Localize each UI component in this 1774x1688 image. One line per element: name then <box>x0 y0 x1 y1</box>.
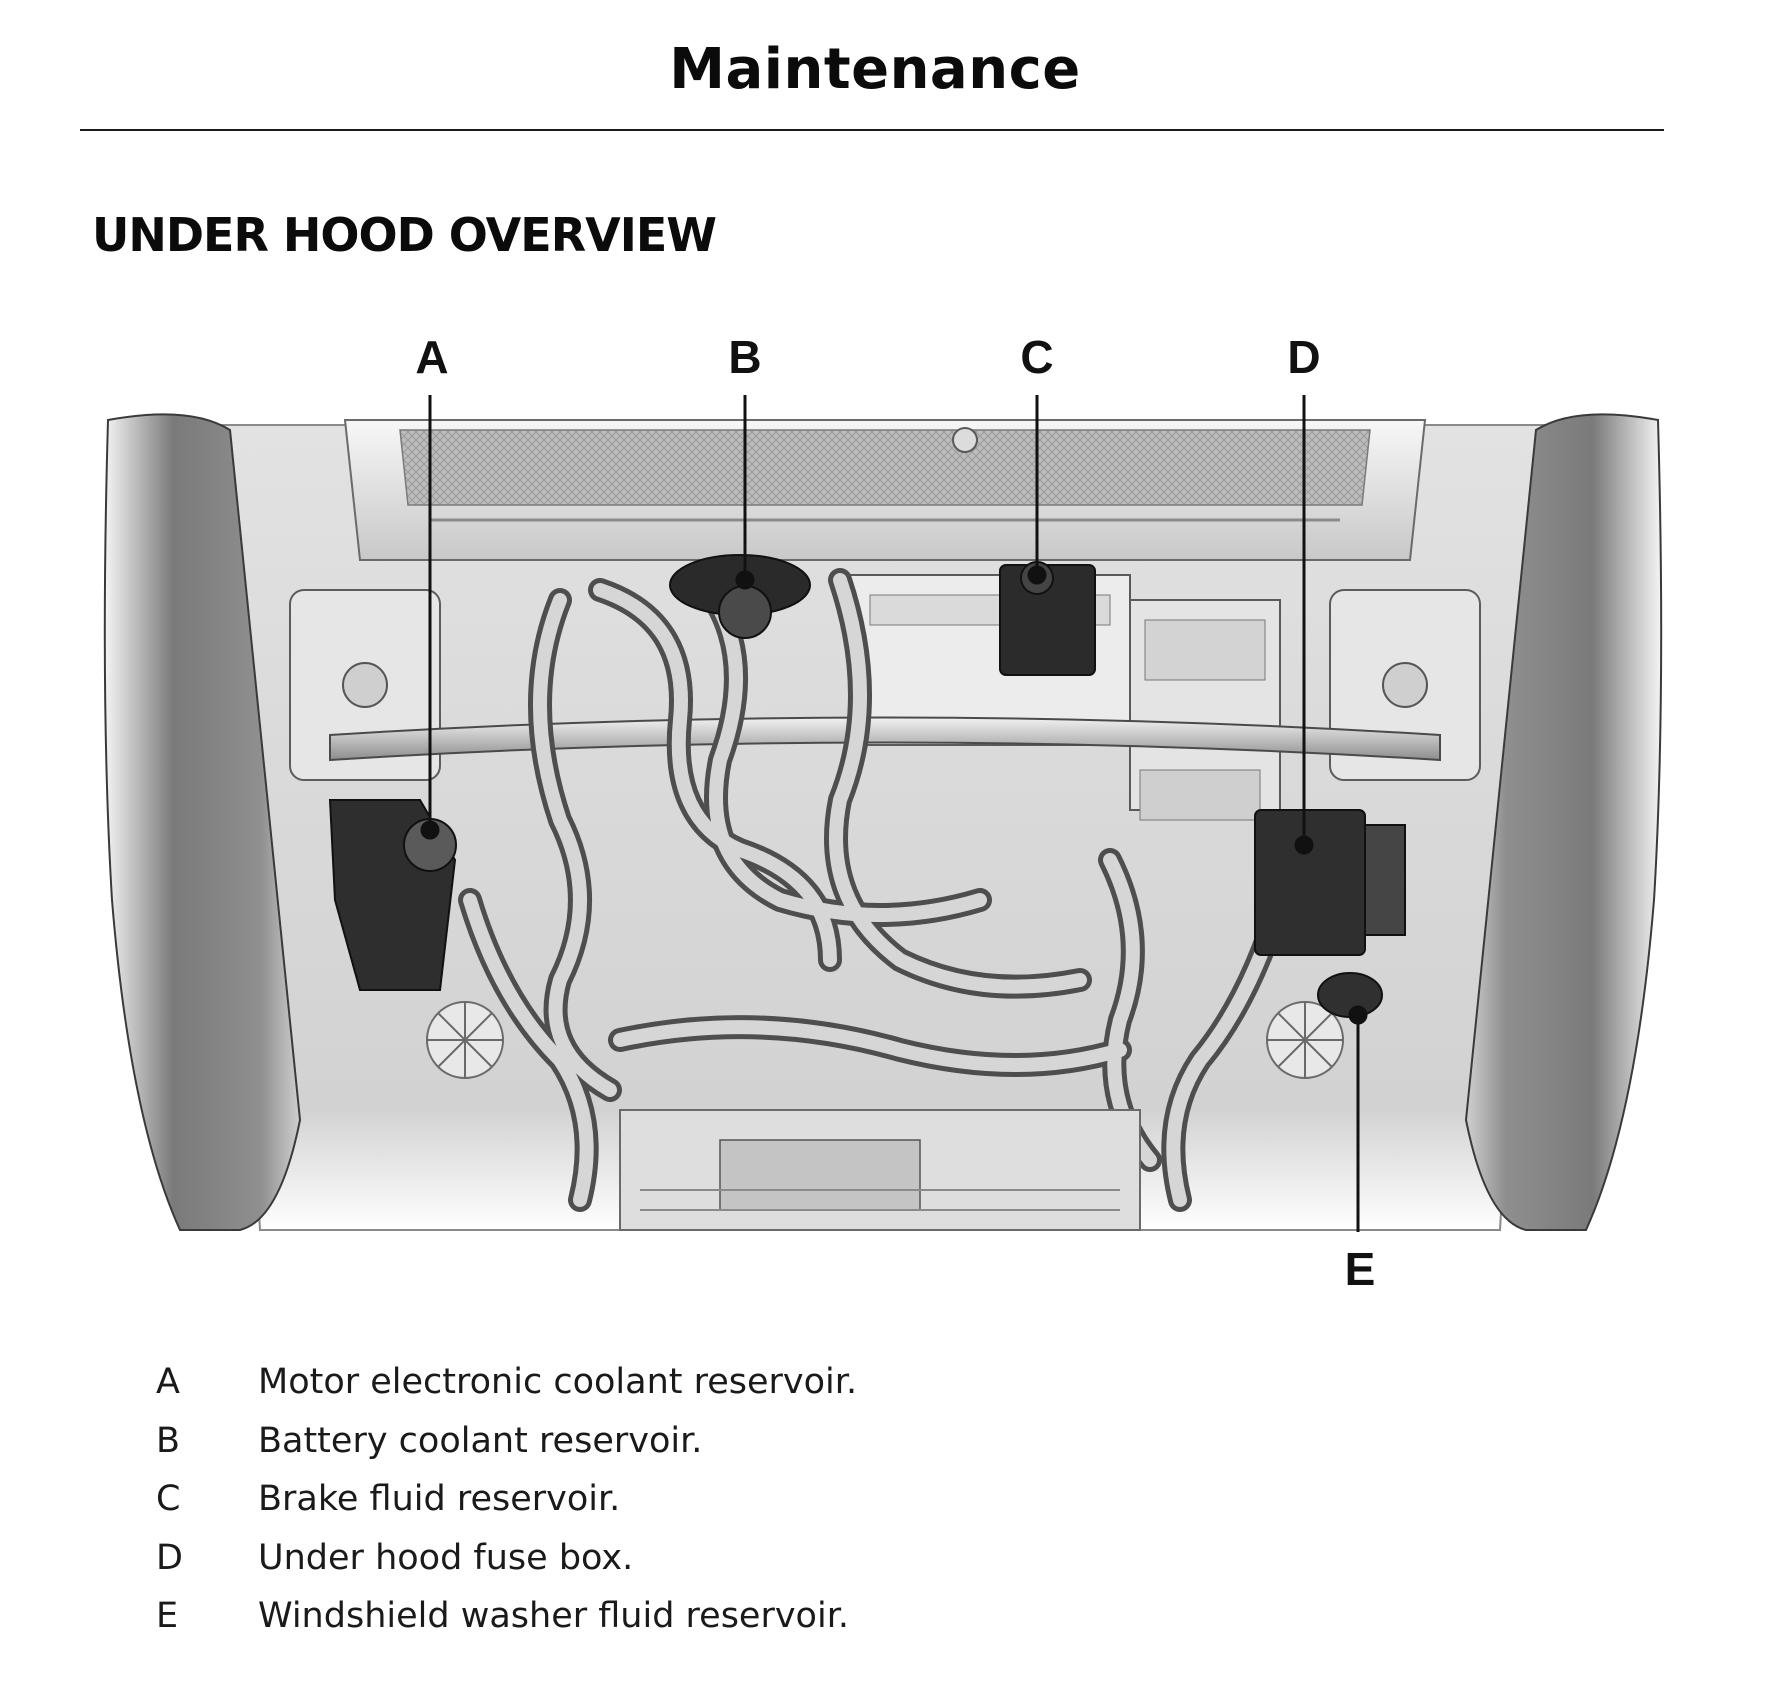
diagram-legend: A Motor electronic coolant reservoir. B … <box>156 1362 1356 1655</box>
legend-item: C Brake fluid reservoir. <box>156 1479 1356 1538</box>
callout-dot-b <box>735 570 755 590</box>
legend-key: A <box>156 1362 180 1402</box>
brake-fluid-reservoir <box>999 561 1096 676</box>
motor-coolant-reservoir <box>328 799 457 991</box>
callout-dot-a <box>420 820 440 840</box>
legend-text: Windshield washer fluid reservoir. <box>258 1596 850 1636</box>
legend-text: Battery coolant reservoir. <box>258 1420 703 1461</box>
legend-key: C <box>156 1479 181 1519</box>
callout-label-a: A <box>415 331 448 383</box>
callout-label-e: E <box>1345 1243 1376 1295</box>
under-hood-fuse-box <box>1254 809 1406 956</box>
left-fender <box>103 413 302 1231</box>
callout-label-c: C <box>1020 331 1053 383</box>
right-horn <box>1266 1001 1344 1079</box>
legend-text: Brake fluid reservoir. <box>258 1479 621 1519</box>
left-horn <box>426 1001 504 1079</box>
callout-dot-c <box>1027 565 1047 585</box>
legend-item: E Windshield washer fluid reservoir. <box>156 1596 1356 1655</box>
legend-text: Under hood fuse box. <box>258 1537 634 1578</box>
callout-dot-e <box>1348 1005 1368 1025</box>
section-heading: UNDER HOOD OVERVIEW <box>92 208 717 262</box>
legend-item: B Battery coolant reservoir. <box>156 1421 1356 1480</box>
legend-text: Motor electronic coolant reservoir. <box>258 1362 858 1402</box>
callout-label-b: B <box>728 331 761 383</box>
battery-coolant-reservoir <box>669 554 811 639</box>
strut-brace <box>329 716 1441 762</box>
legend-key: E <box>156 1596 179 1636</box>
page-title: Maintenance <box>669 37 1081 102</box>
title-divider <box>80 129 1664 131</box>
legend-key: D <box>156 1537 183 1578</box>
callout-dot-d <box>1294 835 1314 855</box>
legend-item: A Motor electronic coolant reservoir. <box>156 1362 1356 1421</box>
cowl-mesh <box>399 429 1371 506</box>
callout-label-d: D <box>1287 331 1320 383</box>
legend-item: D Under hood fuse box. <box>156 1538 1356 1597</box>
legend-key: B <box>156 1420 181 1461</box>
right-fender <box>1464 413 1663 1231</box>
